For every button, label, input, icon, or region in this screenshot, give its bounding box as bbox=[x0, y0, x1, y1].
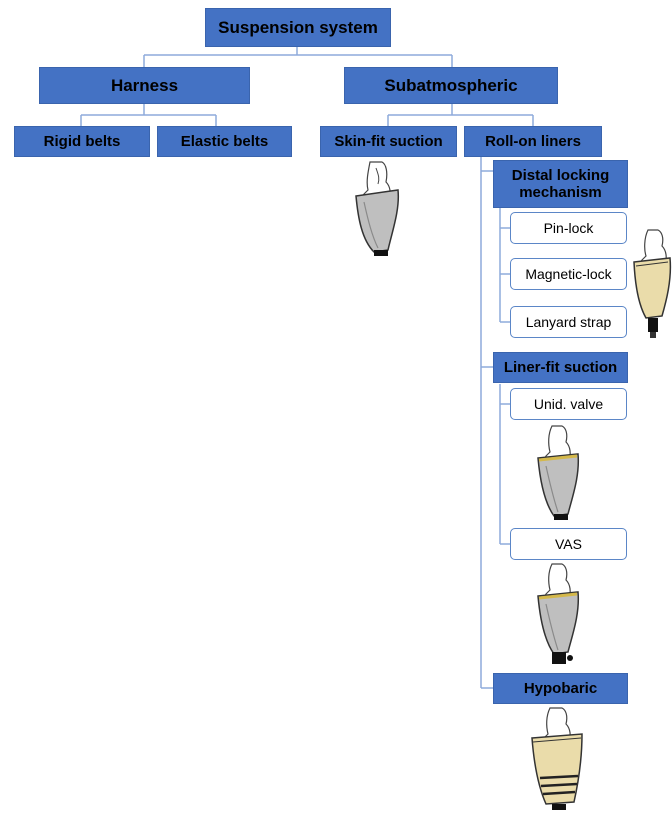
magnetic-lock-label: Magnetic-lock bbox=[525, 265, 612, 282]
magnetic-lock-node: Magnetic-lock bbox=[510, 258, 627, 290]
roll-on-liners-label: Roll-on liners bbox=[485, 132, 581, 150]
rigid-belts-node: Rigid belts bbox=[14, 126, 150, 157]
elastic-belts-label: Elastic belts bbox=[180, 132, 269, 150]
lanyard-strap-label: Lanyard strap bbox=[525, 313, 612, 330]
hypobaric-label: Hypobaric bbox=[523, 679, 598, 697]
skin-fit-socket-icon bbox=[355, 161, 400, 256]
unid-valve-label: Unid. valve bbox=[533, 395, 604, 412]
vas-label: VAS bbox=[555, 535, 582, 552]
roll-on-liners-node: Roll-on liners bbox=[464, 126, 602, 157]
liner-fit-suction-node: Liner-fit suction bbox=[493, 352, 628, 383]
unid-valve-socket-icon bbox=[537, 425, 580, 520]
pin-lock-label: Pin-lock bbox=[543, 219, 594, 236]
skin-fit-suction-node: Skin-fit suction bbox=[320, 126, 457, 157]
distal-locking-label: Distal locking mechanism bbox=[511, 166, 610, 201]
harness-node: Harness bbox=[39, 67, 250, 104]
subatmospheric-node: Subatmospheric bbox=[344, 67, 558, 104]
elastic-belts-node: Elastic belts bbox=[157, 126, 292, 157]
distal-locking-socket-icon bbox=[633, 229, 672, 338]
vas-node: VAS bbox=[510, 528, 627, 560]
hypobaric-node: Hypobaric bbox=[493, 673, 628, 704]
distal-locking-node: Distal locking mechanism bbox=[493, 160, 628, 208]
root-label: Suspension system bbox=[218, 17, 378, 37]
lanyard-strap-node: Lanyard strap bbox=[510, 306, 627, 338]
subatmospheric-label: Subatmospheric bbox=[384, 75, 518, 95]
rigid-belts-label: Rigid belts bbox=[43, 132, 121, 150]
harness-label: Harness bbox=[110, 75, 179, 95]
root-node: Suspension system bbox=[205, 8, 391, 47]
unid-valve-node: Unid. valve bbox=[510, 388, 627, 420]
hypobaric-socket-icon bbox=[531, 707, 583, 810]
pin-lock-node: Pin-lock bbox=[510, 212, 627, 244]
liner-fit-suction-label: Liner-fit suction bbox=[503, 358, 618, 376]
vas-socket-icon bbox=[537, 563, 580, 664]
skin-fit-suction-label: Skin-fit suction bbox=[334, 132, 443, 150]
